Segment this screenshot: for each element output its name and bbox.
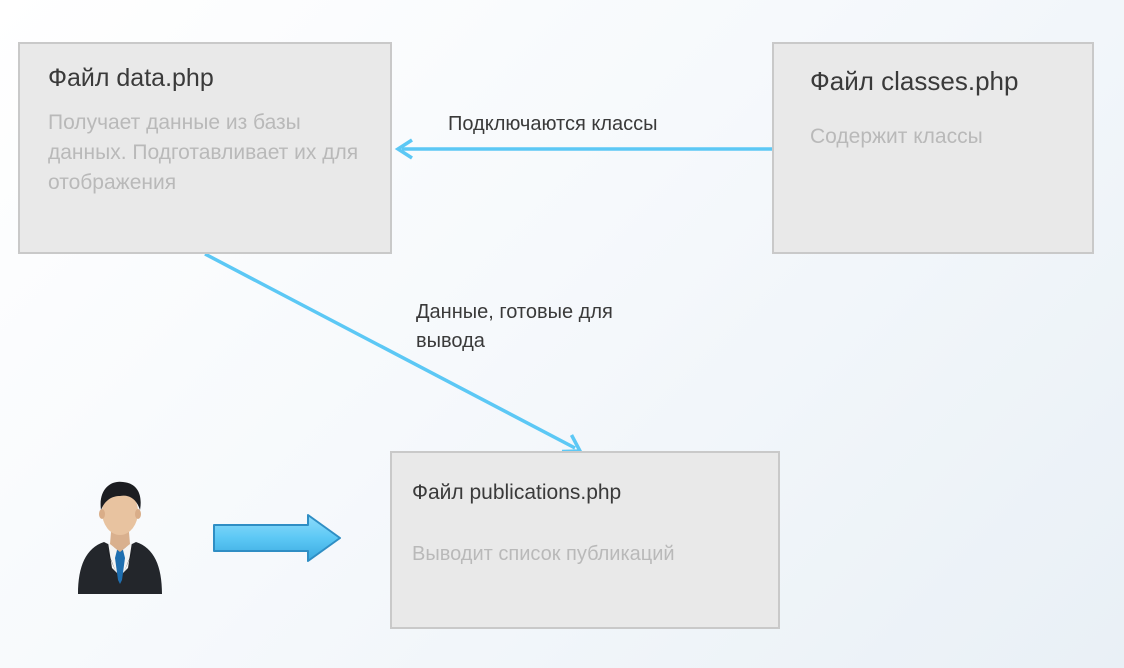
data-php-title: Файл data.php (48, 64, 214, 92)
edge-label-classes-to-data: Подключаются классы (448, 113, 658, 135)
publications-php-box: Файл publications.php Выводит список пуб… (390, 451, 780, 629)
publications-php-description: Выводит список публикаций (412, 543, 675, 565)
data-php-box: Файл data.php Получает данные из базы да… (18, 42, 392, 254)
publications-php-title: Файл publications.php (412, 481, 622, 504)
data-php-description: Получает данные из базы данных. Подготав… (48, 111, 359, 194)
classes-php-description: Содержит классы (810, 125, 983, 148)
classes-php-title: Файл classes.php (810, 66, 1019, 96)
user-icon (78, 481, 162, 594)
block-arrow-right-icon (213, 514, 341, 562)
classes-php-box: Файл classes.php Содержит классы (772, 42, 1094, 254)
connector-classes-to-data (394, 138, 772, 160)
edge-label-data-to-publications: Данные, готовые для вывода (416, 301, 613, 352)
